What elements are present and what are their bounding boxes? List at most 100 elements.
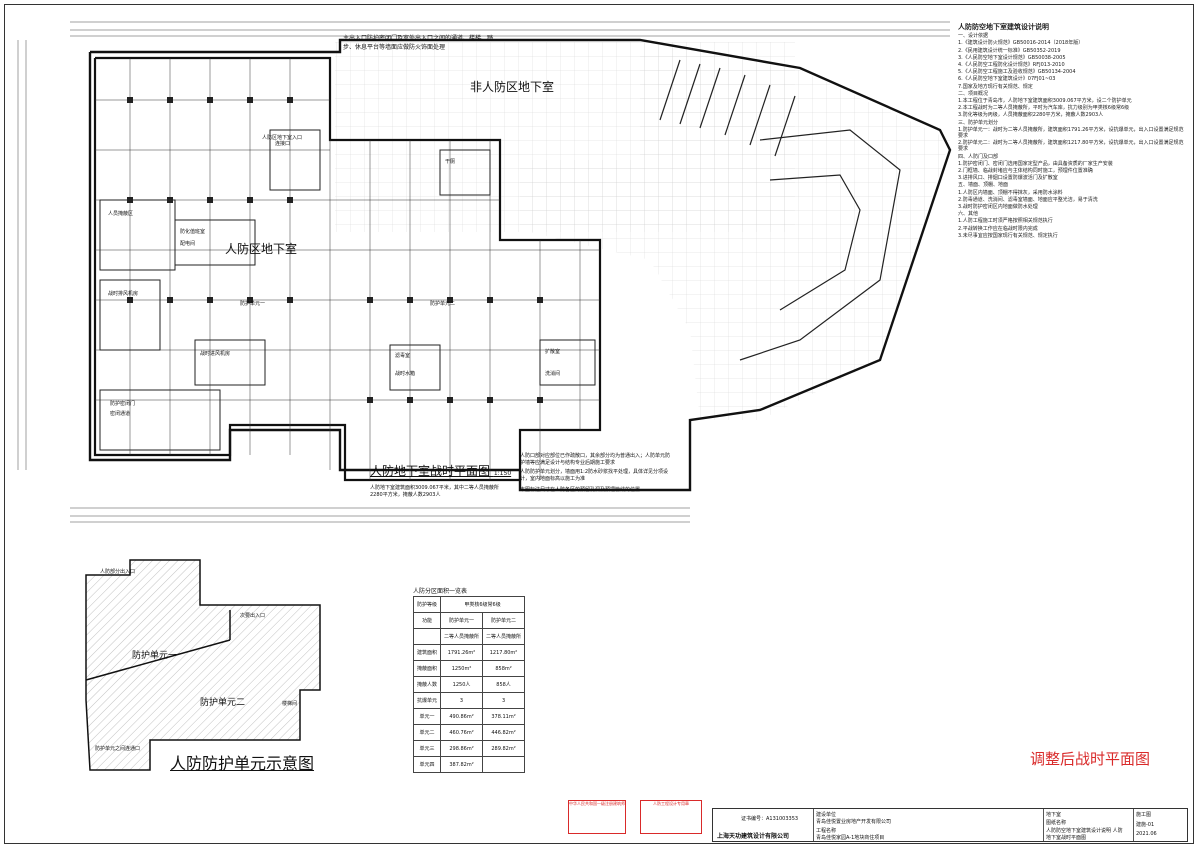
room-label: 干厕 — [445, 159, 456, 165]
notes-line: 3.未尽事宜应按国家现行有关规范、规定执行 — [958, 232, 1058, 239]
design-stamp: 人防工程设计专用章 — [640, 800, 702, 834]
notes-line: 5.《人民防空工程施工及验收规范》GB50134-2004 — [958, 69, 1076, 76]
notes-line: 2.《民用建筑设计统一标准》GB50352-2019 — [958, 47, 1061, 54]
notes-line: 2.门框墙、临战封堵应与主体结构同时施工，预埋件位置准确 — [958, 168, 1093, 175]
table-row: 二等人员掩蔽所二等人员掩蔽所 — [412, 628, 526, 645]
room-label: 战时进风机房 — [200, 351, 231, 357]
table-cell: 掩蔽面积 — [412, 660, 442, 677]
drawing-name: 人防防空地下室建筑设计说明 人防地下室战时平面图 — [1046, 828, 1123, 841]
table-cell: 防护单元二 — [482, 612, 526, 629]
notes-line: 3.战时防护密闭区内地面做防水处理 — [958, 204, 1038, 211]
civil-defense-title: 人防区地下室 — [225, 242, 298, 256]
project-label: 工程名称 — [816, 828, 837, 834]
plan-title: 人防地下室战时平面图 1:150 — [370, 462, 511, 479]
table-cell: 490.86m² — [440, 708, 484, 725]
unit-two-label: 防护单元二 — [200, 698, 246, 708]
table-cell: 单元一 — [412, 708, 442, 725]
company-name: 上海天功建筑设计有限公司 — [717, 833, 790, 840]
table-cell: 1250人 — [440, 676, 484, 693]
room-label: 滤毒室 — [395, 353, 411, 359]
notes-line: 2.平战转换工作应在临战时限内完成 — [958, 225, 1038, 232]
table-cell: 298.86m² — [440, 740, 484, 757]
top-note: 主出入口防护密闭门及室外出入口之间的通道、楼梯、踏步、休息平台等墙面应做防火饰面… — [343, 35, 494, 51]
plan-note-2: 人防防护单元划分，墙面用1:2防水砂浆找平处理，具体详见分项设计，室内地面标高以… — [520, 469, 669, 482]
notes-line: 2.防毒通道、洗消间、滤毒室墙面、地面应平整光洁，易于清洗 — [958, 196, 1098, 203]
room-label: 防护单元一 — [240, 301, 266, 307]
table-cell: 289.82m² — [482, 740, 526, 757]
plan-note-area: 人防地下室建筑面积3009.067平米，其中二等人员掩蔽所2280平方米，掩蔽人… — [370, 485, 499, 498]
protection-diagram-title: 人防防护单元示意图 — [170, 754, 315, 773]
unit-one-label: 防护单元一 — [132, 651, 178, 661]
table-cell: 387.82m² — [440, 756, 484, 773]
table-cell: 3 — [482, 692, 526, 709]
notes-line: 3.防化等级为丙级，人员掩蔽面积2280平方米，掩蔽人数2903人 — [958, 112, 1104, 119]
room-label: 扩散室 — [545, 349, 561, 355]
table-cell — [412, 628, 442, 645]
notes-line: 六、其他 — [958, 211, 979, 218]
table-cell: 1250m² — [440, 660, 484, 677]
table-cell: 单元三 — [412, 740, 442, 757]
stage: 施工图 — [1136, 812, 1152, 818]
notes-line: 1.防护密闭门、密闭门选用国家定型产品，由具备资质的厂家生产安装 — [958, 160, 1113, 167]
plan-title-text: 人防地下室战时平面图 — [370, 464, 491, 478]
table-cell: 858m² — [482, 660, 526, 677]
table-cell — [482, 756, 526, 773]
table-cell: 掩蔽人数 — [412, 676, 442, 693]
client-name: 青岛佳悦置业房地产开发有限公司 — [816, 819, 892, 825]
table-cell: 378.11m² — [482, 708, 526, 725]
legend-label: 人防部分出入口 — [100, 569, 136, 575]
table-caption: 人防分区面积一览表 — [413, 588, 468, 595]
notes-line: 7.国家及地方现行有关规范、规定 — [958, 83, 1033, 90]
legend-label: 楼梯间 — [282, 701, 298, 707]
table-cell: 二等人员掩蔽所 — [482, 628, 526, 645]
table-row: 功能防护单元一防护单元二 — [412, 612, 526, 629]
notes-line: 1.《建筑设计防火规范》GB50016-2014（2018年版） — [958, 40, 1084, 47]
room-label: 战时水箱 — [395, 371, 416, 377]
notes-line: 1.人防工程施工时须严格按照相关规范执行 — [958, 218, 1053, 225]
notes-line: 2.防护单元二：战时为二等人员掩蔽所，建筑面积1217.80平方米，设抗爆单元，… — [958, 140, 1184, 153]
table-cell: 防护等级 — [412, 596, 442, 613]
table-cell: 功能 — [412, 612, 442, 629]
notes-line: 五、墙面、顶棚、地面 — [958, 182, 1009, 189]
room-label: 人员掩蔽区 — [108, 211, 134, 217]
tb-divider — [813, 809, 814, 841]
table-header-row: 防护等级 甲类核6级常6级 — [412, 596, 526, 613]
project-name: 青岛佳悦家园A-1地块商住项目 — [816, 835, 885, 841]
notes-line: 四、人防门及口部 — [958, 153, 999, 160]
room-label: 人防区地下室入口 — [262, 135, 303, 141]
table-cell: 建筑面积 — [412, 644, 442, 661]
notes-line: 1.人防区内墙面、顶棚不得抹灰，采用防水涂料 — [958, 189, 1063, 196]
sub-item: 地下室 — [1046, 812, 1062, 818]
tb-divider — [1043, 809, 1044, 841]
table-cell: 446.82m² — [482, 724, 526, 741]
cert-number: 证书编号：A131003353 — [741, 816, 799, 822]
plan-note-3: 本图标注尺寸在人防各区的预留孔洞及预埋管线的位置 — [520, 487, 641, 493]
adjusted-plan-label: 调整后战时平面图 — [1030, 750, 1151, 768]
notes-heading: 人防防空地下室建筑设计说明 — [958, 23, 1049, 31]
notes-line: 一、设计依据 — [958, 33, 989, 40]
sheet-number: 建施-01 — [1136, 822, 1155, 828]
table-cell: 单元二 — [412, 724, 442, 741]
table-cell: 抗爆单元 — [412, 692, 442, 709]
room-label: 防护密闭门 — [110, 401, 136, 407]
non-civil-defense-title: 非人防区地下室 — [470, 80, 555, 94]
room-label: 防护单元二 — [430, 301, 456, 307]
notes-line: 1.本工程位于青岛市，人防地下室建筑面积3009.067平方米，设二个防护单元 — [958, 98, 1132, 105]
notes-line: 三、防护单元划分 — [958, 119, 999, 126]
notes-line: 1.防护单元一：战时为二等人员掩蔽所，建筑面积1791.26平方米，设抗爆单元，… — [958, 126, 1184, 140]
plan-scale: 1:150 — [493, 470, 512, 477]
room-label: 密闭通道 — [110, 411, 131, 417]
table-cell: 858人 — [482, 676, 526, 693]
table-cell: 1791.26m² — [440, 644, 484, 661]
